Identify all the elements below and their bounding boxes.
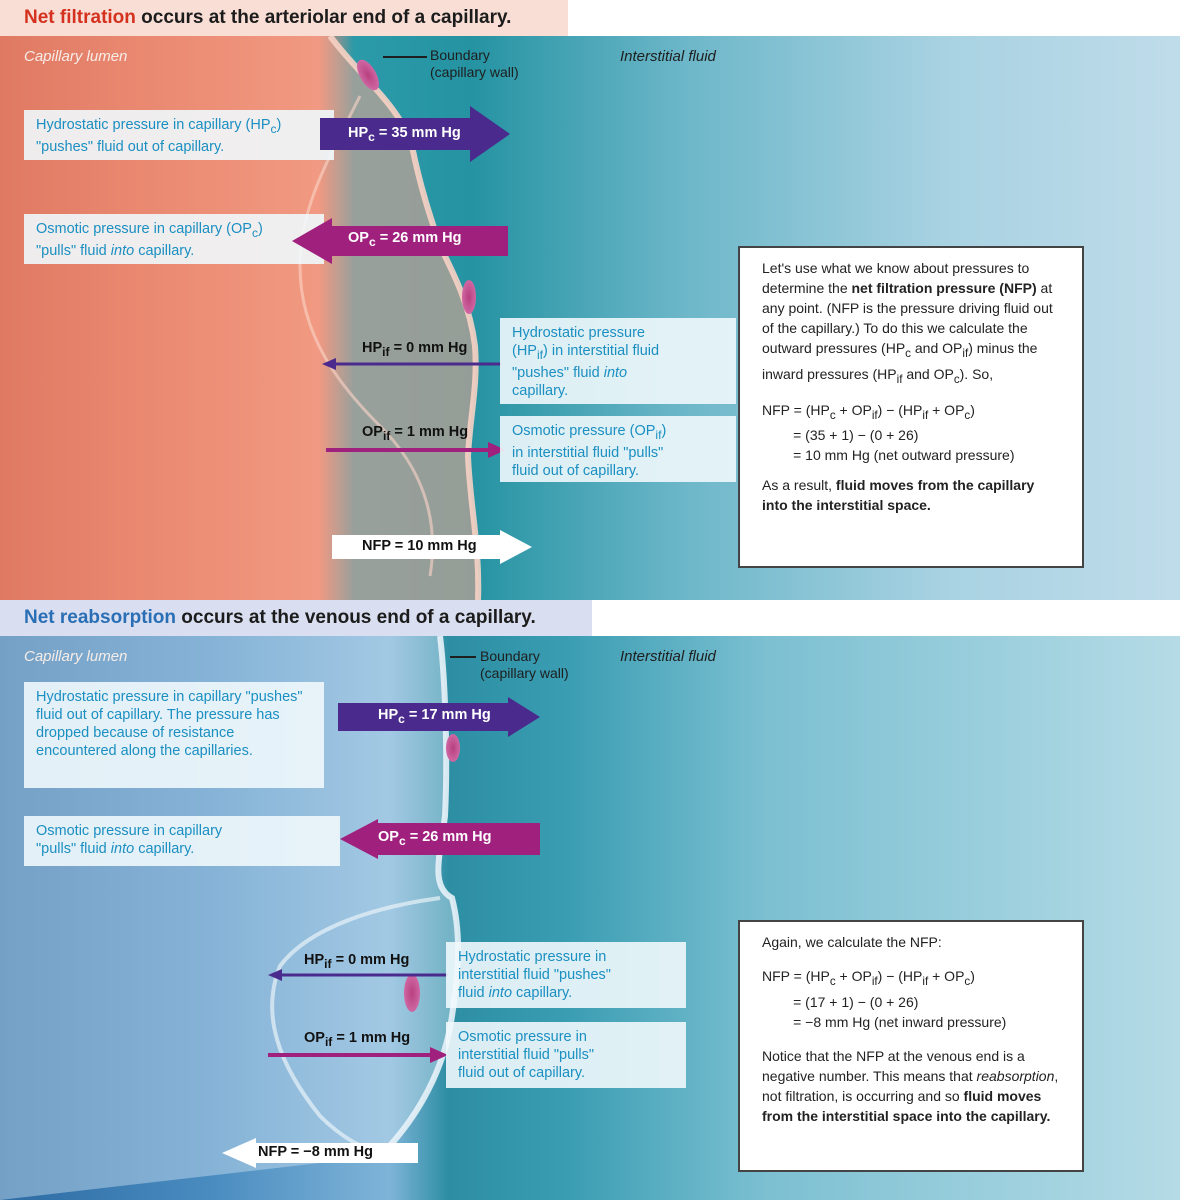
opif-note: Osmotic pressure (OPif) in interstitial …: [500, 416, 736, 482]
hpc-note: Hydrostatic pressure in capillary (HPc) …: [24, 110, 334, 160]
nfp-value: NFP = −8 mm Hg: [258, 1144, 373, 1160]
nfp-conclusion: As a result, fluid moves from the capill…: [762, 477, 1035, 514]
venous-end-panel: Capillary lumen Boundary (capillary wall…: [0, 636, 1180, 1200]
boundary-pointer: [450, 656, 476, 658]
hpc-note: Hydrostatic pressure in capillary "pushe…: [24, 682, 324, 788]
nfp-value: NFP = 10 mm Hg: [362, 538, 477, 554]
hpif-note: Hydrostatic pressure (HPif) in interstit…: [500, 318, 736, 404]
endothelial-nucleus: [462, 280, 476, 314]
hpc-arrow: [320, 106, 510, 162]
opif-arrow: [326, 442, 506, 458]
hpif-arrow: [322, 358, 502, 370]
capillary-lumen-label: Capillary lumen: [24, 648, 128, 665]
opif-value: OPif = 1 mm Hg: [362, 424, 469, 443]
opc-value: OPc = 26 mm Hg: [378, 829, 492, 848]
nfp-explanation-text: Again, we calculate the NFP:: [762, 934, 942, 950]
nfp-explanation-box: Again, we calculate the NFP: NFP = (HPc …: [738, 920, 1084, 1172]
nfp-equation: NFP = (HPc + OPif) − (HPif + OPc) = (35 …: [762, 401, 1015, 464]
opc-arrow: [292, 218, 508, 264]
opc-note: Osmotic pressure in capillary "pulls" fl…: [24, 816, 340, 866]
opif-value: OPif = 1 mm Hg: [304, 1030, 411, 1049]
endothelial-nucleus: [404, 974, 420, 1012]
hpif-value: HPif = 0 mm Hg: [304, 952, 410, 971]
nfp-arrow: [332, 530, 532, 564]
nfp-equation: NFP = (HPc + OPif) − (HPif + OPc) = (17 …: [762, 968, 1007, 1030]
arteriolar-end-panel: Capillary lumen Boundary (capillary wall…: [0, 36, 1180, 600]
opif-arrow: [268, 1047, 448, 1063]
capillary-lumen-label: Capillary lumen: [24, 48, 128, 65]
hpif-note: Hydrostatic pressure in interstitial flu…: [446, 942, 686, 1008]
endothelial-nucleus: [446, 734, 460, 762]
reabsorption-heading: Net reabsorption occurs at the venous en…: [0, 600, 592, 636]
opc-note: Osmotic pressure in capillary (OPc) "pul…: [24, 214, 324, 264]
nfp-explanation-box: Let's use what we know about pressures t…: [738, 246, 1084, 568]
boundary-label: Boundary (capillary wall): [480, 648, 569, 681]
hpif-arrow: [268, 969, 448, 981]
opc-arrow: [340, 819, 540, 859]
nfp-explanation-text: Let's use what we know about pressures t…: [762, 260, 1053, 386]
opc-value: OPc = 26 mm Hg: [348, 230, 462, 249]
interstitial-fluid-label: Interstitial fluid: [620, 648, 716, 665]
hpif-value: HPif = 0 mm Hg: [362, 340, 468, 359]
hpc-value: HPc = 17 mm Hg: [378, 707, 491, 726]
interstitial-fluid-label: Interstitial fluid: [620, 48, 716, 65]
nfp-conclusion: Notice that the NFP at the venous end is…: [762, 1047, 1059, 1124]
boundary-pointer: [383, 56, 427, 58]
hpc-value: HPc = 35 mm Hg: [348, 125, 461, 144]
hpc-arrow: [338, 697, 540, 737]
filtration-heading: Net filtration occurs at the arteriolar …: [0, 0, 568, 36]
nfp-arrow: [222, 1138, 418, 1168]
opif-note: Osmotic pressure in interstitial fluid "…: [446, 1022, 686, 1088]
boundary-label: Boundary (capillary wall): [430, 47, 519, 80]
